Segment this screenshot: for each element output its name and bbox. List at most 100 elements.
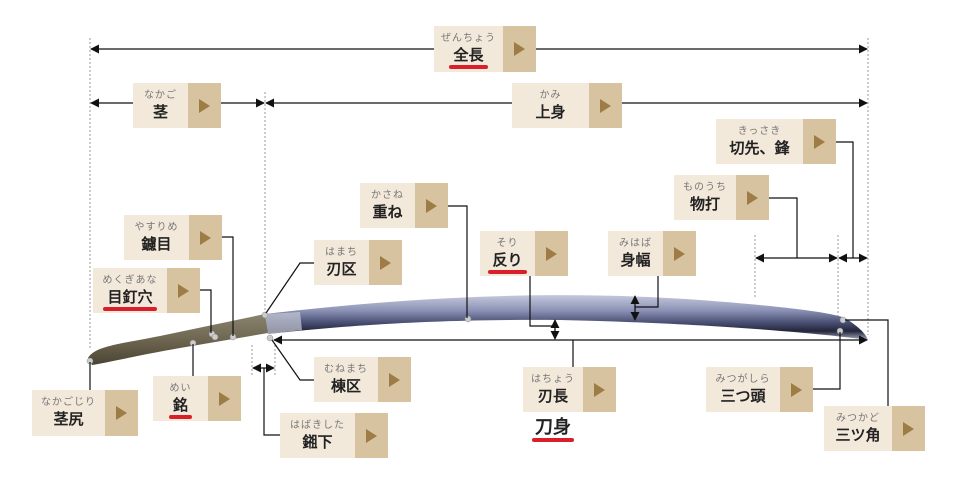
part-name: 銘: [168, 395, 193, 419]
play-arrow-icon: [389, 372, 400, 387]
detail-button[interactable]: [663, 231, 696, 276]
part-hacho[interactable]: はちょう 刃長: [523, 367, 616, 412]
part-mitsugashira[interactable]: みつがしら 三つ頭: [706, 367, 813, 412]
part-label: ものうち 物打: [674, 175, 736, 220]
part-label: やすりめ 鑢目: [124, 215, 189, 260]
part-name: 三つ頭: [720, 386, 766, 405]
detail-button[interactable]: [583, 367, 616, 412]
play-arrow-icon: [380, 255, 391, 270]
part-reading: ものうち: [683, 181, 727, 193]
part-label: みつかど 三ツ角: [824, 406, 892, 451]
play-arrow-icon: [814, 134, 825, 149]
part-label: きっさき 切先、鋒: [716, 119, 803, 164]
play-arrow-icon: [116, 406, 127, 420]
part-reading: めくぎあな: [102, 274, 158, 286]
part-sori[interactable]: そり 反り: [480, 231, 568, 276]
part-reading: みはば: [619, 237, 652, 249]
detail-button[interactable]: [415, 183, 448, 228]
part-reading: そり: [496, 237, 519, 249]
part-mei[interactable]: めい 銘: [153, 376, 241, 421]
part-label: めい 銘: [153, 376, 208, 421]
part-label: みつがしら 三つ頭: [706, 367, 780, 412]
part-name: 鑢目: [141, 234, 172, 253]
leader-lines: [89, 141, 889, 436]
part-label: そり 反り: [480, 231, 535, 276]
part-mihaba[interactable]: みはば 身幅: [608, 231, 696, 276]
part-reading: かみ: [539, 89, 562, 101]
part-label: はちょう 刃長: [523, 367, 583, 412]
part-name: 茎尻: [53, 410, 84, 428]
part-zencho[interactable]: ぜんちょう 全長: [434, 26, 536, 72]
play-arrow-icon: [219, 391, 230, 406]
part-label: かさね 重ね: [360, 183, 415, 228]
part-munemachi[interactable]: むねまち 棟区: [314, 357, 411, 402]
part-mekugiana[interactable]: めくぎあな 目釘穴: [93, 268, 200, 313]
detail-button[interactable]: [378, 357, 411, 402]
part-reading: はまち: [325, 246, 358, 258]
guide-lines: [89, 38, 869, 375]
play-arrow-icon: [200, 230, 211, 245]
part-habakishita[interactable]: はばきした 鎺下: [280, 413, 388, 458]
blade-title: 刀身: [532, 413, 574, 442]
detail-button[interactable]: [105, 390, 138, 436]
play-arrow-icon: [178, 283, 189, 298]
play-arrow-icon: [747, 190, 758, 205]
part-name: 重ね: [372, 202, 403, 221]
part-label: ぜんちょう 全長: [434, 26, 503, 72]
part-label: かみ 上身: [512, 83, 589, 128]
part-name: 刃区: [326, 259, 357, 278]
part-nakago[interactable]: なかご 茎: [133, 83, 221, 128]
detail-button[interactable]: [589, 83, 622, 128]
part-name: 全長: [449, 46, 488, 69]
play-arrow-icon: [199, 98, 210, 113]
play-arrow-icon: [594, 382, 605, 397]
tang: [88, 314, 268, 365]
part-reading: みつかど: [836, 412, 880, 424]
part-reading: むねまち: [324, 363, 368, 375]
detail-button[interactable]: [503, 26, 536, 72]
part-reading: ぜんちょう: [441, 33, 496, 44]
part-label: はばきした 鎺下: [280, 413, 355, 458]
detail-button[interactable]: [355, 413, 388, 458]
part-name: 茎: [152, 102, 168, 121]
detail-button[interactable]: [189, 215, 222, 260]
part-nakagojiri[interactable]: なかごじり 茎尻: [32, 390, 138, 436]
sword: [88, 295, 868, 365]
detail-button[interactable]: [803, 119, 836, 164]
detail-button[interactable]: [535, 231, 568, 276]
part-kasane[interactable]: かさね 重ね: [360, 183, 448, 228]
blade: [265, 295, 868, 340]
part-name: 目釘穴: [103, 287, 157, 311]
part-mitsukado[interactable]: みつかど 三ツ角: [824, 406, 925, 451]
part-name: 反り: [488, 250, 527, 274]
part-name: 刃長: [537, 386, 568, 405]
detail-button[interactable]: [369, 240, 402, 285]
detail-button[interactable]: [188, 83, 221, 128]
detail-button[interactable]: [736, 175, 769, 220]
part-label: なかごじり 茎尻: [32, 390, 105, 436]
part-hamachi[interactable]: はまち 刃区: [314, 240, 402, 285]
play-arrow-icon: [791, 382, 802, 397]
part-reading: やすりめ: [134, 221, 179, 233]
detail-button[interactable]: [208, 376, 241, 421]
part-reading: きっさき: [737, 125, 782, 137]
play-arrow-icon: [674, 246, 685, 261]
part-name: 切先、鋒: [729, 138, 790, 157]
part-kissaki[interactable]: きっさき 切先、鋒: [716, 119, 836, 164]
part-reading: なかごじり: [41, 397, 96, 408]
part-name: 棟区: [330, 376, 361, 395]
play-arrow-icon: [514, 42, 525, 56]
part-kami[interactable]: かみ 上身: [512, 83, 622, 128]
part-label: むねまち 棟区: [314, 357, 378, 402]
part-reading: みつがしら: [715, 373, 771, 385]
part-yasurime[interactable]: やすりめ 鑢目: [124, 215, 222, 260]
part-reading: はばきした: [290, 419, 345, 431]
detail-button[interactable]: [167, 268, 200, 313]
detail-button[interactable]: [892, 406, 925, 451]
part-name: 上身: [535, 102, 566, 121]
part-reading: めい: [169, 382, 192, 394]
detail-button[interactable]: [780, 367, 813, 412]
play-arrow-icon: [600, 98, 611, 113]
part-monouchi[interactable]: ものうち 物打: [674, 175, 769, 220]
